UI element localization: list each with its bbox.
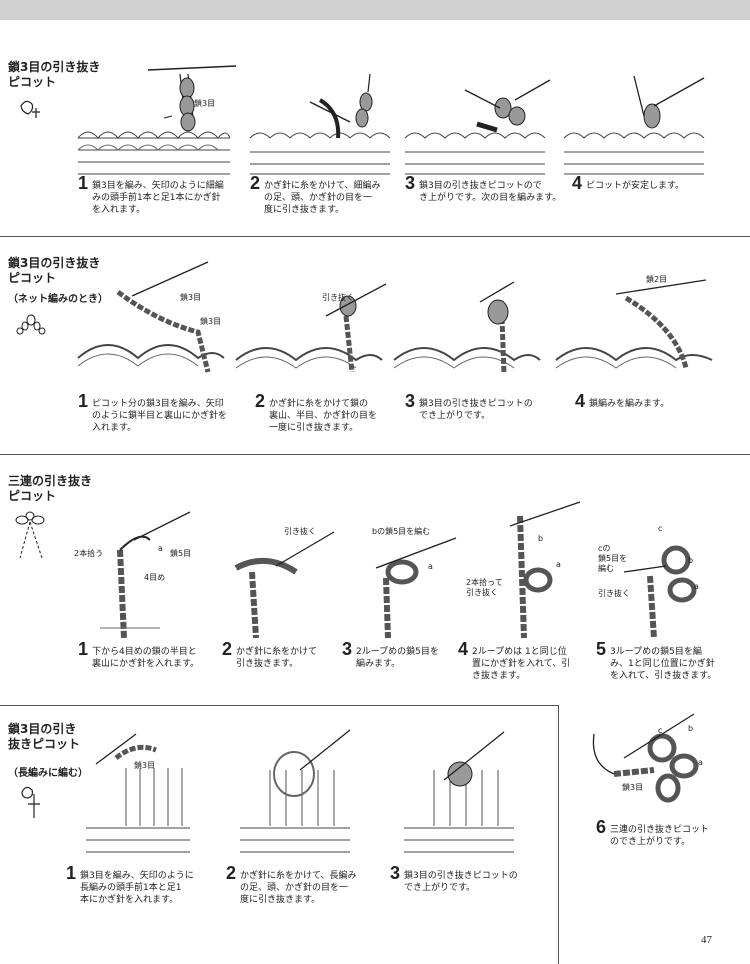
net-picot-symbol-icon: [16, 314, 46, 335]
label-b: b: [688, 556, 694, 565]
step-illustration: [234, 531, 335, 639]
section-title: 鎖3目の引き抜きピコット: [8, 256, 101, 285]
label-chain-3: 鎖3目: [134, 761, 156, 770]
label-chain-3: 鎖3目: [622, 783, 644, 792]
section-divider: [0, 236, 750, 237]
label-chain-2: 鎖2目: [646, 275, 668, 284]
step-illustration: [249, 73, 391, 175]
step-illustration: [100, 511, 191, 639]
label-pull-through: 引き抜く: [598, 589, 630, 598]
label-a: a: [158, 544, 163, 553]
page-number: 47: [701, 934, 712, 946]
step-illustration: [592, 713, 699, 803]
dc-picot-symbol-icon: [21, 786, 40, 818]
label-fourth: 4目め: [144, 573, 166, 582]
label-pull-through: 引き抜く: [322, 293, 354, 302]
step-illustration: [509, 501, 581, 639]
page-header-band: [0, 0, 750, 20]
step-illustration: [86, 733, 190, 853]
label-a: a: [698, 758, 703, 767]
label-pick-two-pull: 2本拾って 引き抜く: [466, 578, 503, 597]
label-a: a: [556, 560, 561, 569]
label-c: c: [658, 524, 663, 533]
step-illustration: [235, 283, 387, 373]
step-illustration: [623, 545, 697, 639]
section-divider: [0, 454, 750, 455]
label-chain-3: 鎖3目: [200, 317, 222, 326]
section-title: 鎖3目の引き抜きピコット: [8, 60, 101, 89]
label-chain-3: 鎖3目: [180, 293, 202, 302]
step-illustration: [77, 261, 225, 373]
label-c-chain-5: cの 鎖5目を 編む: [598, 544, 628, 573]
step-illustration: [404, 731, 514, 853]
label-c: c: [658, 726, 663, 735]
label-b: b: [688, 724, 694, 733]
section-subtitle: （長編みに編む）: [8, 768, 88, 779]
label-b: b: [538, 534, 544, 543]
label-a: a: [694, 582, 699, 591]
step-illustration: [240, 729, 351, 853]
section-subtitle: （ネット編みのとき）: [8, 294, 108, 305]
label-pull-through: 引き抜く: [284, 527, 316, 536]
label-chain-5: 鎖5目: [170, 549, 192, 558]
label-pick-two: 2本拾う: [74, 549, 104, 558]
step-illustration: [404, 79, 551, 175]
triple-picot-symbol-icon: [15, 511, 45, 559]
step-illustration: [555, 279, 713, 369]
step-illustration: [393, 281, 541, 375]
label-chain-3: 鎖3目: [194, 99, 216, 108]
step-illustration: [77, 65, 237, 175]
step-illustration: [375, 537, 457, 639]
section-title: 鎖3目の引き抜きピコット: [8, 722, 81, 751]
step-illustration: [563, 75, 705, 175]
label-a: a: [428, 562, 433, 571]
section-4-frame: [0, 705, 559, 964]
label-b-chain-5: bの鎖5目を編む: [372, 527, 431, 536]
picot-symbol-icon: [20, 100, 40, 118]
section-title: 三連の引き抜きピコット: [8, 474, 93, 503]
